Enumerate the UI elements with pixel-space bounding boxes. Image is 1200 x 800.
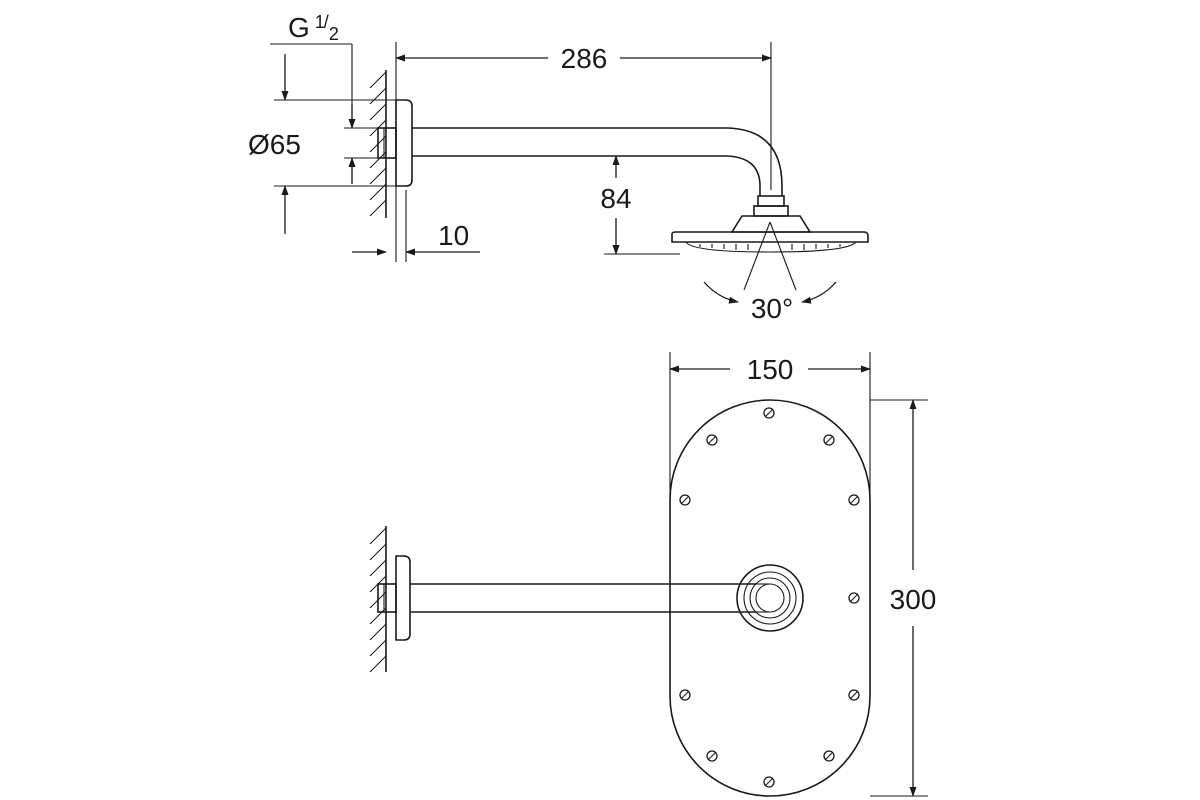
screw xyxy=(763,407,775,419)
dim-diameter-label: Ø65 xyxy=(248,129,301,160)
shower-arm-side xyxy=(412,127,869,291)
screw xyxy=(848,592,860,604)
dim-angle-label: 30° xyxy=(751,293,793,324)
dim-height-label: 300 xyxy=(890,584,937,615)
dim-wall-offset-label: 10 xyxy=(438,220,469,251)
screw xyxy=(706,434,718,446)
shower-arm-plan xyxy=(410,583,756,613)
screw xyxy=(763,776,775,788)
dim-diameter: Ø65 xyxy=(248,54,396,234)
wall-flange-plan xyxy=(377,555,411,641)
screw xyxy=(679,689,691,701)
screw xyxy=(848,494,860,506)
screw xyxy=(679,494,691,506)
dim-wall-offset: 10 xyxy=(352,190,480,262)
dim-drop: 84 xyxy=(600,155,700,255)
shower-head-plan xyxy=(669,399,871,797)
dim-length: 286 xyxy=(395,42,772,262)
screw xyxy=(823,750,835,762)
nozzle-row xyxy=(699,244,841,250)
dim-height: 300 xyxy=(870,399,937,797)
screw xyxy=(848,689,860,701)
dim-length-label: 286 xyxy=(561,43,608,74)
dim-drop-label: 84 xyxy=(600,183,631,214)
dim-width: 150 xyxy=(669,352,871,500)
screw xyxy=(706,750,718,762)
screw xyxy=(823,434,835,446)
dim-angle: 30° xyxy=(703,281,837,324)
dim-width-label: 150 xyxy=(747,354,794,385)
wall-flange-side xyxy=(377,99,413,187)
mounting-screws xyxy=(679,407,860,788)
plan-view: 150 300 xyxy=(369,352,937,797)
